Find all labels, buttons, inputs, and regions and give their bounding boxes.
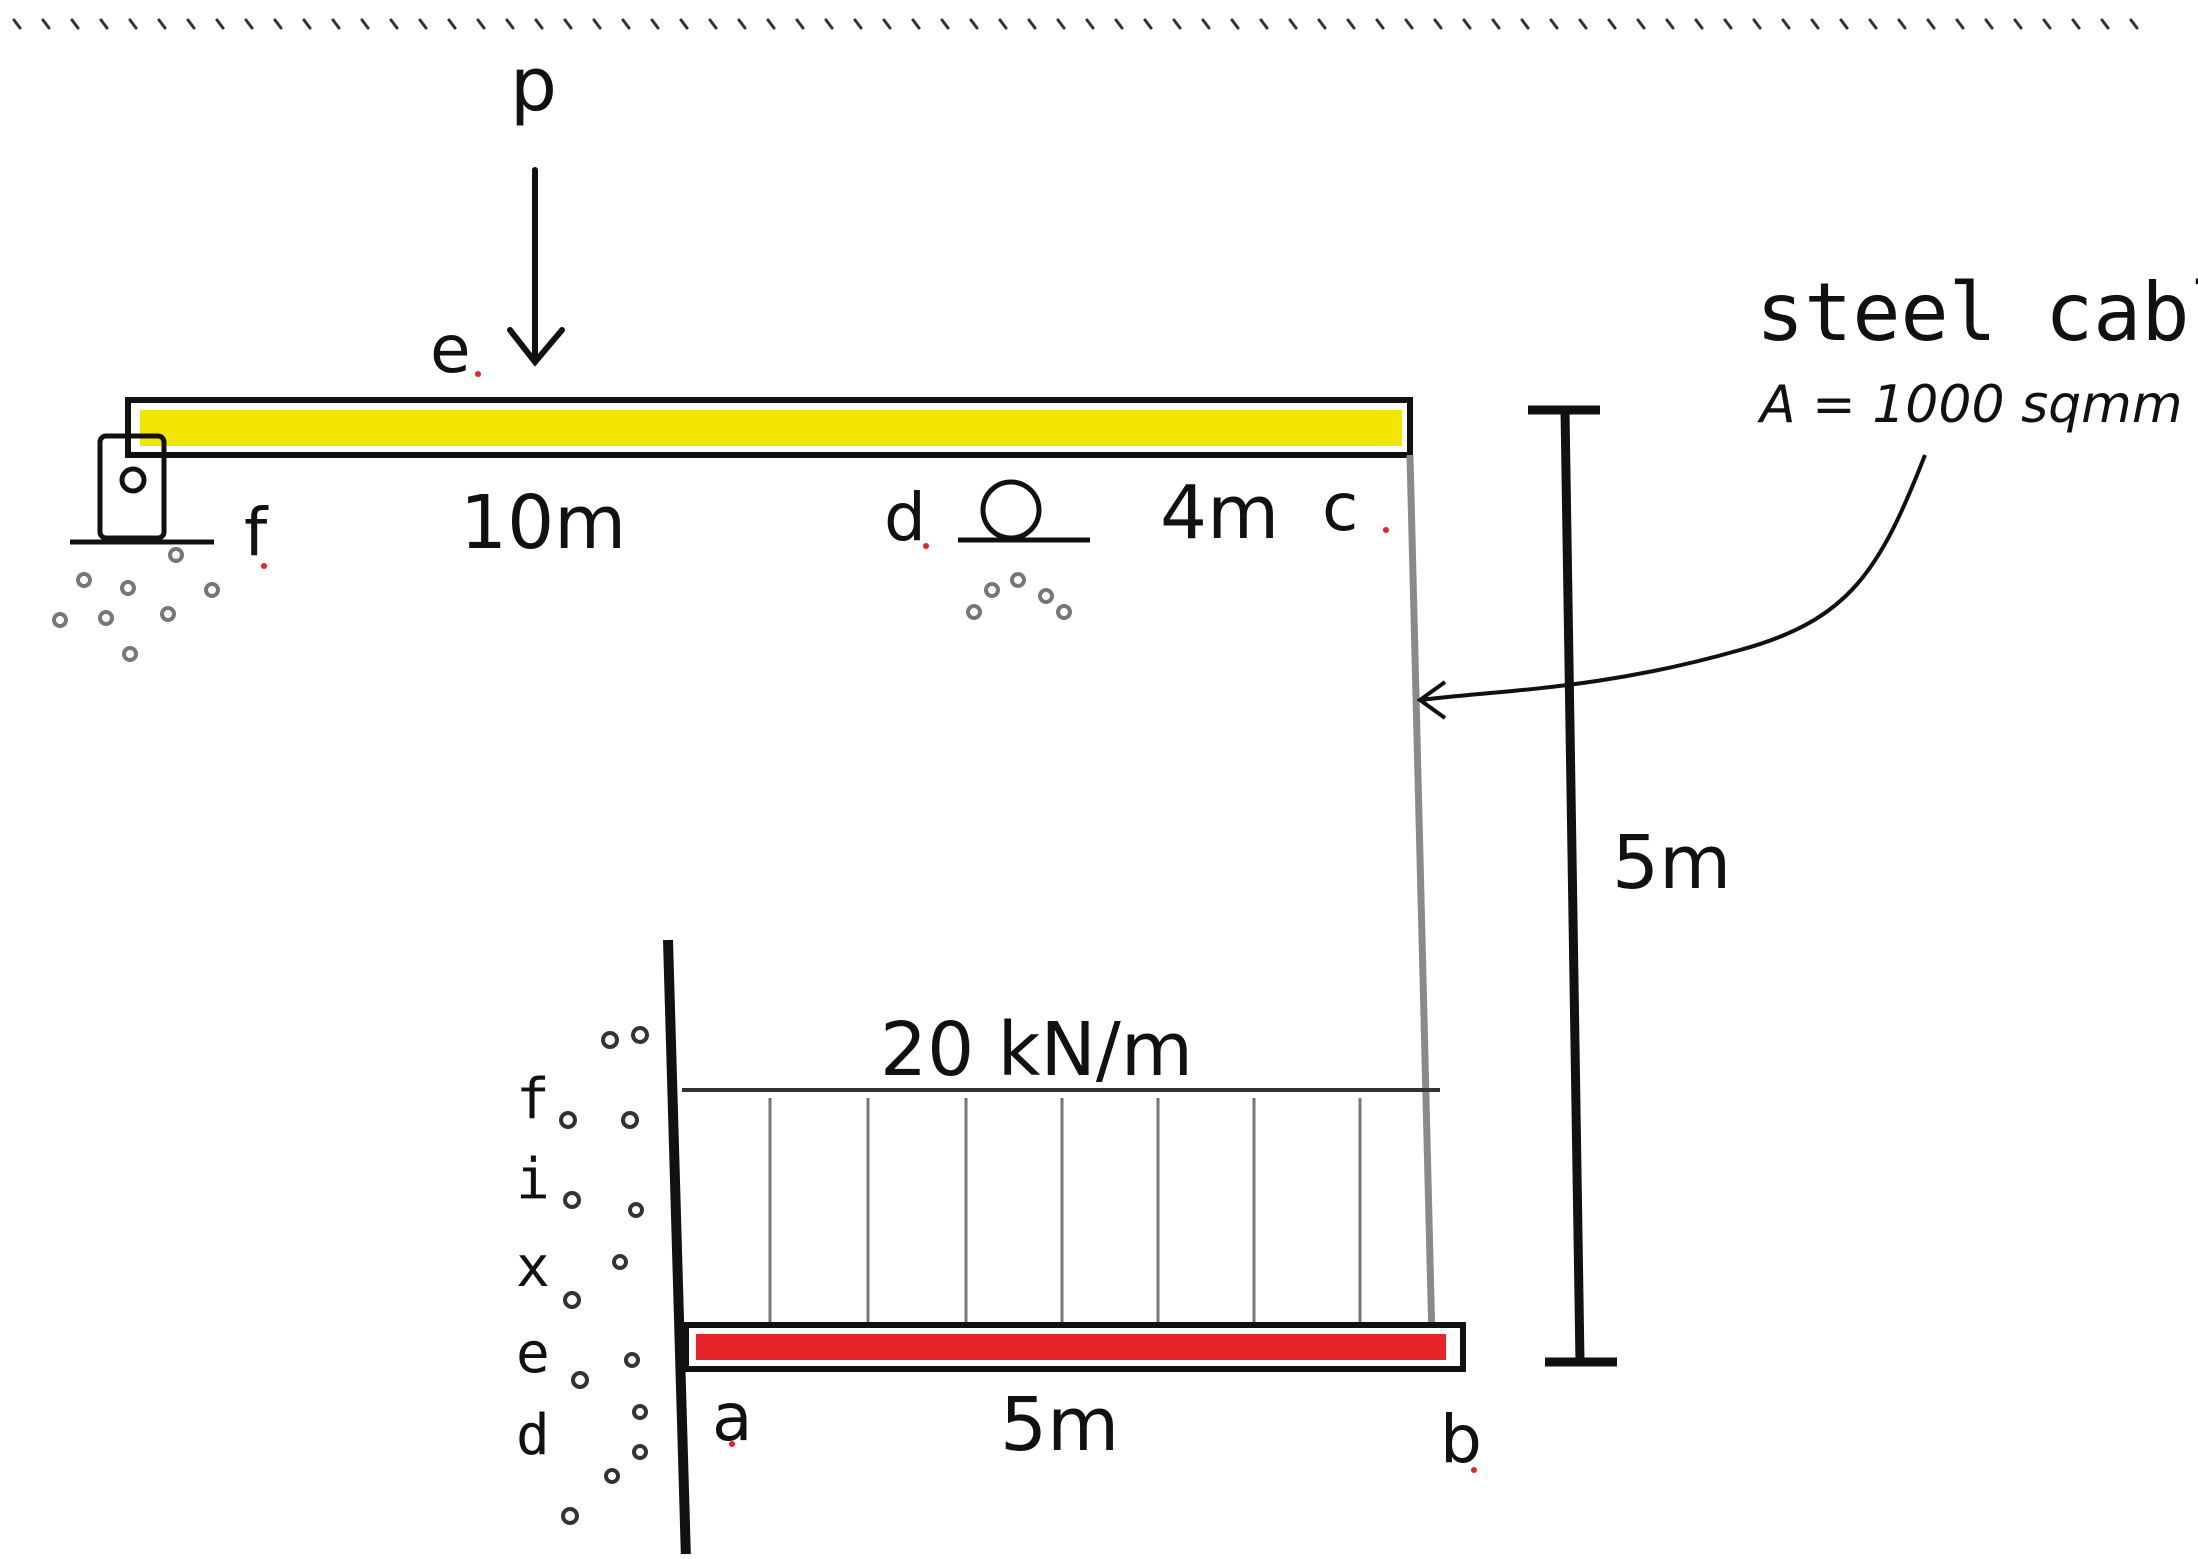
point-label-f: f [244, 494, 269, 571]
fixed-letter: f [516, 1067, 550, 1132]
cable-annotation-arrowhead [1416, 680, 1447, 720]
point-label-e: e [430, 311, 471, 388]
cable-height-label: 5m [1612, 820, 1731, 906]
point-label-c: c [1322, 469, 1358, 546]
roller-support [958, 479, 1090, 543]
distributed-load [682, 1088, 1440, 1322]
bottom-beam [683, 1322, 1466, 1372]
fixed-support-text: f i x e d [516, 1067, 550, 1468]
pin-support-gravel [52, 547, 220, 662]
pin-support [70, 433, 214, 545]
steel-cable [1406, 454, 1436, 1341]
fixed-letter: e [516, 1321, 550, 1386]
fixed-letter: i [516, 1147, 550, 1212]
load-label: p [510, 42, 557, 128]
bottom-beam-highlight [696, 1334, 1446, 1360]
span-dc-label: 4m [1160, 470, 1279, 556]
roller-support-gravel [966, 572, 1072, 620]
span-ab-label: 5m [1000, 1382, 1119, 1468]
dotted-top-border [12, 18, 2139, 30]
span-fd-label: 10m [460, 480, 626, 566]
fixed-wall-gravel [559, 1026, 649, 1525]
point-load-arrow [507, 167, 565, 367]
top-beam-highlight [140, 410, 1402, 446]
fixed-letter: d [516, 1403, 550, 1468]
fixed-letter: x [516, 1235, 550, 1300]
cable-title: steel cable [1756, 266, 2198, 359]
point-label-d: d [884, 479, 926, 556]
cable-annotation-leader [1419, 454, 1927, 702]
top-beam [125, 397, 1413, 458]
point-markers [261, 371, 1477, 1473]
fixed-wall [663, 939, 691, 1559]
distributed-load-label: 20 kN/m [880, 1007, 1193, 1093]
cable-height-dimension [1528, 405, 1617, 1367]
point-label-b: b [1440, 1401, 1482, 1478]
cable-area: A = 1000 sqmm [1757, 375, 2182, 435]
